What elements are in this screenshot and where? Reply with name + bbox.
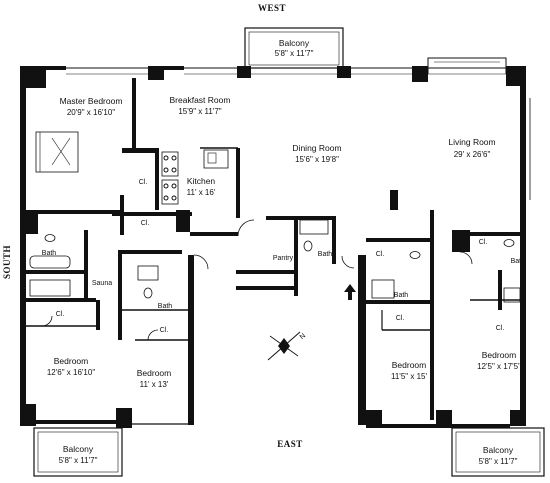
- bath-label: Bath: [42, 250, 57, 257]
- room-name: Bedroom: [392, 360, 427, 370]
- room-dims: 29' x 26'6": [454, 150, 491, 159]
- north-arrow-label: N: [299, 333, 307, 342]
- room-kitchen: Kitchen 11' x 16': [187, 176, 216, 197]
- room-name: Kitchen: [187, 176, 216, 186]
- room-dining-room: Dining Room 15'6" x 19'8": [292, 143, 341, 164]
- room-dims: 15'6" x 19'8": [295, 155, 339, 164]
- closet-label: Cl.: [496, 325, 505, 332]
- bath-label: Bath: [394, 292, 409, 299]
- closet-label: Cl.: [141, 220, 150, 227]
- bath-label: Bath: [158, 303, 173, 310]
- room-name: Living Room: [448, 137, 495, 147]
- closet-label: Cl.: [56, 311, 65, 318]
- closet-label: Cl.: [396, 315, 405, 322]
- closet-label: Cl.: [160, 327, 169, 334]
- bath-label: Bath: [318, 251, 333, 258]
- closet-label: Cl.: [139, 179, 148, 186]
- sauna-label: Sauna: [92, 280, 112, 287]
- room-dims: 15'9" x 11'7": [178, 107, 221, 116]
- room-bedroom-east-2: Bedroom 12'5" x 17'5": [477, 350, 521, 371]
- balcony-name: Balcony: [483, 445, 514, 455]
- room-name: Bedroom: [54, 356, 89, 366]
- bath-label: Bath: [511, 258, 526, 265]
- compass-west-label: WEST: [258, 3, 286, 13]
- room-master-bedroom: Master Bedroom 20'9" x 16'10": [60, 96, 123, 117]
- room-dims: 11'5" x 15': [391, 372, 427, 381]
- room-dims: 12'5" x 17'5": [477, 362, 521, 371]
- room-dims: 20'9" x 16'10": [67, 108, 115, 117]
- room-dims: 11' x 16': [187, 188, 216, 197]
- room-dims: 12'6" x 16'10": [47, 368, 95, 377]
- balcony-south-west: Balcony 5'8" x 11'7": [33, 427, 123, 477]
- balcony-dims: 5'8" x 11'7": [59, 456, 98, 465]
- pantry-label: Pantry: [273, 255, 294, 262]
- fixtures: [29, 131, 521, 341]
- closet-label: Cl.: [479, 239, 488, 246]
- balcony-dims: 5'8" x 11'7": [479, 457, 518, 466]
- room-name: Dining Room: [292, 143, 341, 153]
- balcony-name: Balcony: [63, 444, 94, 454]
- room-breakfast-room: Breakfast Room 15'9" x 11'7": [170, 95, 231, 116]
- compass-east-label: EAST: [277, 439, 303, 449]
- balcony-south-east: Balcony 5'8" x 11'7": [451, 427, 545, 477]
- room-name: Bedroom: [482, 350, 517, 360]
- room-name: Master Bedroom: [60, 96, 123, 106]
- room-dims: 11' x 13': [140, 380, 169, 389]
- room-name: Bedroom: [137, 368, 172, 378]
- west-balcony: Balcony 5'8" x 11'7": [244, 27, 344, 69]
- west-balcony-name: Balcony: [279, 38, 310, 48]
- west-balcony-dims: 5'8" x 11'7": [275, 49, 314, 58]
- room-name: Breakfast Room: [170, 95, 231, 105]
- room-bedroom-southwest: Bedroom 12'6" x 16'10": [47, 356, 95, 377]
- room-bedroom-south: Bedroom 11' x 13': [137, 368, 172, 389]
- room-living-room: Living Room 29' x 26'6": [448, 137, 495, 159]
- exterior-walls: [20, 57, 531, 428]
- north-arrow-icon: N: [267, 331, 307, 361]
- closet-label: Cl.: [376, 251, 385, 258]
- interior-walls: [26, 78, 520, 420]
- compass-south-label: SOUTH: [2, 245, 12, 279]
- room-bedroom-east-1: Bedroom 11'5" x 15': [391, 360, 427, 381]
